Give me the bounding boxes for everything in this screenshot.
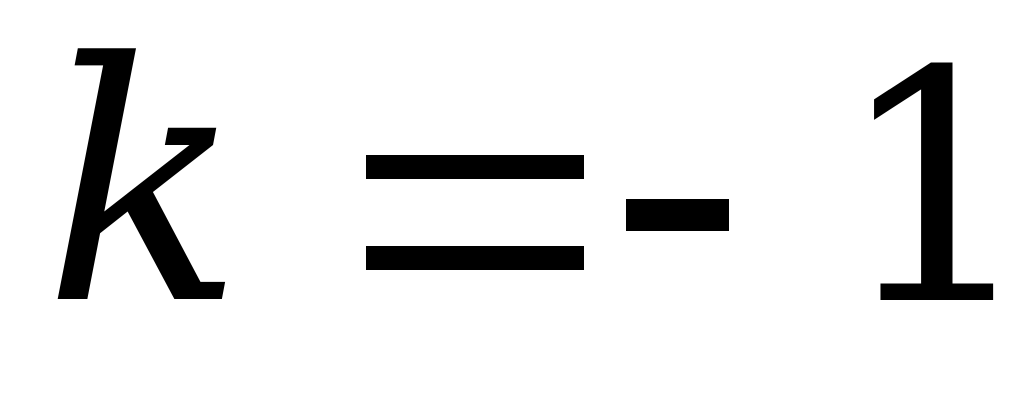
minus-sign	[626, 199, 729, 231]
equals-sign-bottom-bar	[366, 246, 584, 270]
value-one: 1	[835, 4, 1024, 376]
equals-sign: =	[0, 0, 1, 1]
minus-sign-text: -	[0, 0, 1, 1]
variable-k: k	[44, 0, 244, 377]
equals-sign-top-bar	[366, 155, 584, 179]
